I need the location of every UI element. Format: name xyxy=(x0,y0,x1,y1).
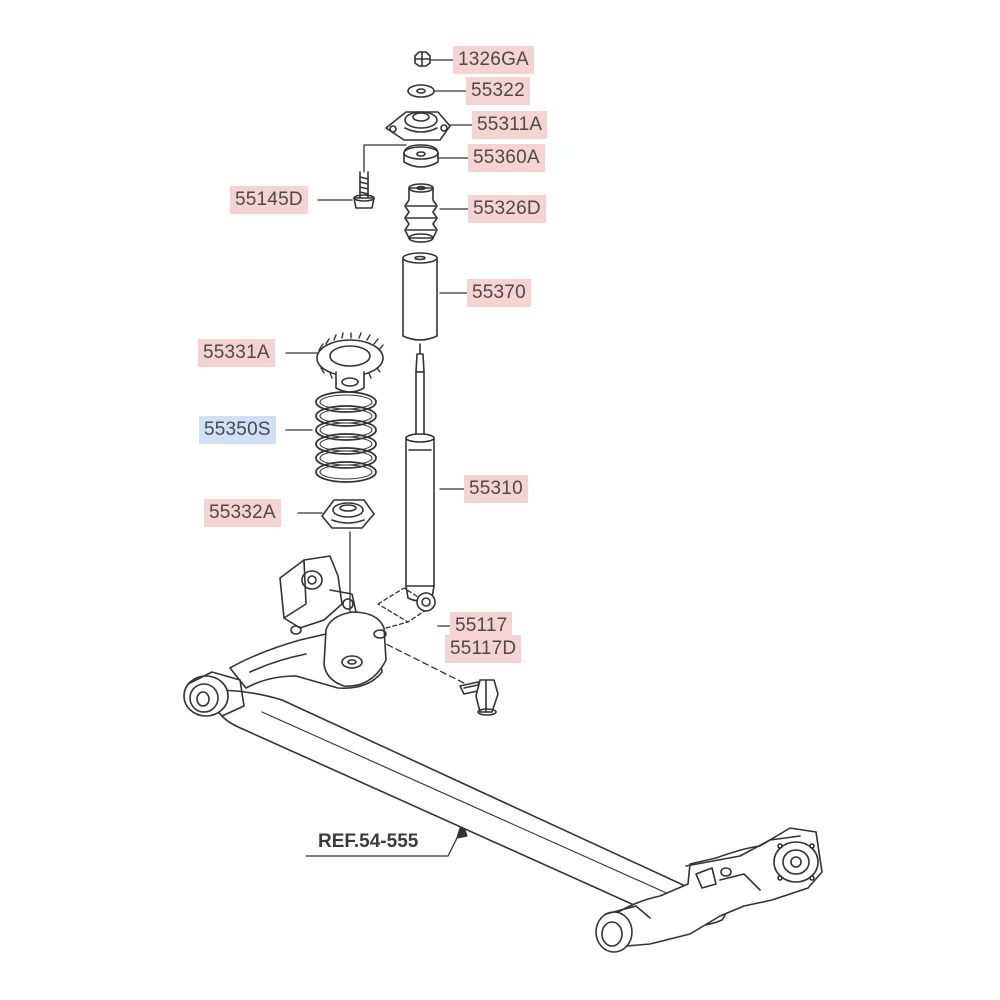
reference-label[interactable]: REF.54-555 xyxy=(318,831,419,852)
part-label-55350s[interactable]: 55350S xyxy=(199,416,276,444)
part-label-55322[interactable]: 55322 xyxy=(466,77,530,105)
part-label-55145d[interactable]: 55145D xyxy=(230,186,308,214)
torsion-beam-axle xyxy=(183,555,823,953)
bump-stopper-icon xyxy=(404,183,438,243)
bolt-icon xyxy=(353,171,375,209)
strut-mount-icon xyxy=(385,111,451,141)
part-label-55326d[interactable]: 55326D xyxy=(468,195,546,223)
part-label-55331a[interactable]: 55331A xyxy=(198,339,275,367)
nut-icon xyxy=(414,51,431,67)
part-label-55310[interactable]: 55310 xyxy=(464,475,528,503)
washer-icon xyxy=(407,84,435,98)
dust-cover-icon xyxy=(402,252,438,341)
part-label-1326ga[interactable]: 1326GA xyxy=(453,46,534,74)
bolt-icon xyxy=(459,679,499,716)
part-label-55370[interactable]: 55370 xyxy=(467,279,531,307)
coil-spring-icon xyxy=(315,391,377,483)
lower-spring-pad-icon xyxy=(321,499,375,529)
part-label-55360a[interactable]: 55360A xyxy=(468,144,545,172)
shock-absorber-icon xyxy=(405,343,436,612)
part-label-55311a[interactable]: 55311A xyxy=(472,111,548,139)
dust-cap-icon xyxy=(403,144,439,168)
upper-spring-pad-icon xyxy=(316,332,384,393)
part-label-55332a[interactable]: 55332A xyxy=(204,499,281,527)
part-label-55117d[interactable]: 55117D xyxy=(445,635,522,663)
